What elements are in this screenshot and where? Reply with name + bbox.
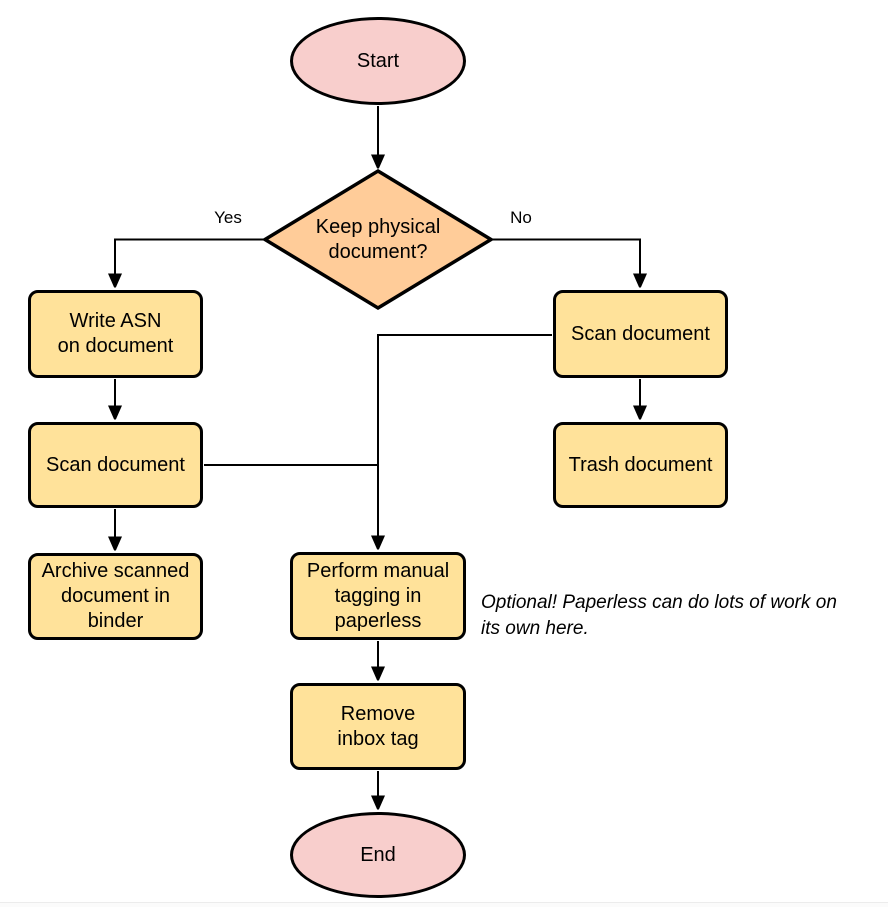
edge-label-no: No	[510, 208, 532, 227]
edge-decision-no-to-scan-right	[491, 238, 640, 288]
node-end: End	[290, 812, 466, 898]
node-write-asn: Write ASN on document	[28, 290, 203, 378]
node-manual-tagging-label: Perform manual tagging in paperless	[306, 559, 450, 632]
node-write-asn-label: Write ASN on document	[57, 310, 174, 357]
decision-diamond-shape	[261, 168, 495, 311]
node-manual-tagging: Perform manual tagging in paperless	[290, 552, 466, 640]
node-archive-document: Archive scanned document in binder	[28, 553, 203, 640]
node-decision: Keep physical document?	[288, 214, 468, 266]
node-remove-inbox-tag-label: Remove inbox tag	[337, 702, 419, 750]
edge-scan-right-to-tagging	[378, 334, 552, 549]
edge-label-yes: Yes	[214, 208, 242, 227]
edge-decision-yes-to-write-asn	[115, 238, 265, 288]
node-scan-document-left-label: Scan document	[46, 453, 185, 476]
optional-note: Optional! Paperless can do lots of work …	[481, 592, 837, 639]
node-start: Start	[290, 17, 466, 105]
node-archive-document-label: Archive scanned document in binder	[41, 560, 190, 632]
node-trash-document: Trash document	[553, 422, 728, 508]
node-decision-label: Keep physical document?	[315, 216, 441, 263]
node-trash-document-label: Trash document	[568, 453, 713, 476]
node-end-label: End	[360, 843, 396, 866]
node-remove-inbox-tag: Remove inbox tag	[290, 683, 466, 770]
page-bottom-edge	[0, 902, 888, 907]
node-scan-document-right-label: Scan document	[571, 322, 710, 345]
node-scan-document-right: Scan document	[553, 290, 728, 378]
node-start-label: Start	[356, 49, 400, 72]
node-scan-document-left: Scan document	[28, 422, 203, 508]
